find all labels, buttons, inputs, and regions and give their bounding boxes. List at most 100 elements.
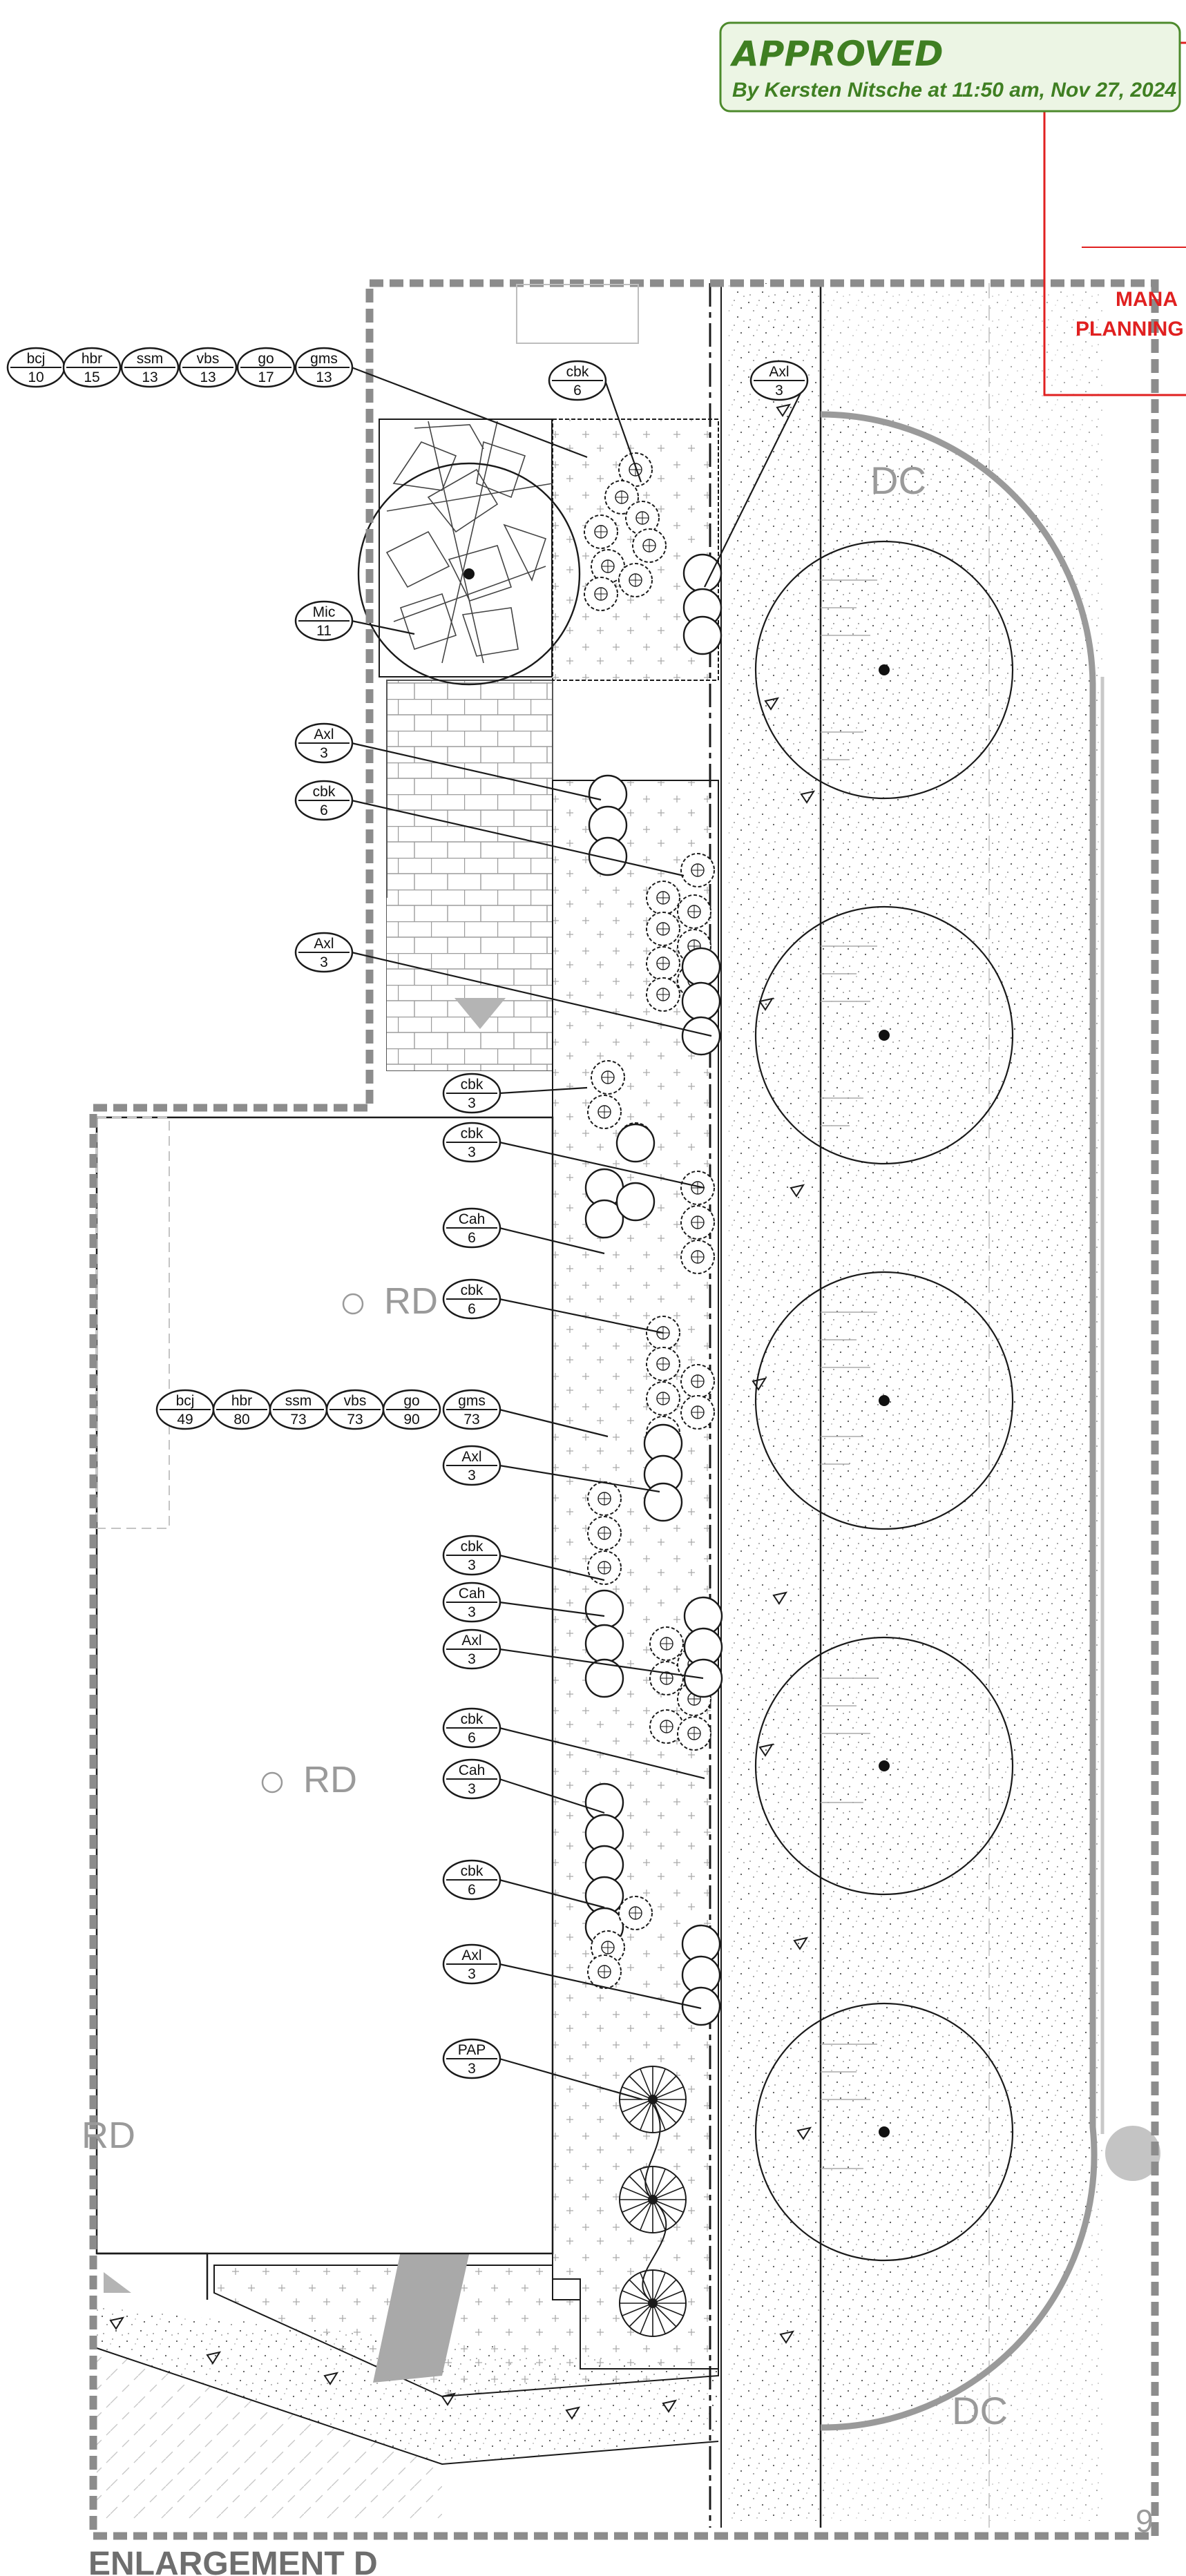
plant-tag-code: Axl — [461, 1449, 481, 1465]
plant-tag-qty: 3 — [468, 1468, 476, 1483]
zone-label-dc-bottom: DC — [952, 2389, 1008, 2432]
leader-line — [499, 1727, 705, 1780]
enlargement-caption: ENLARGEMENT D — [88, 2546, 378, 2576]
plant-tag: hbr 15 — [62, 347, 122, 388]
plant-tag-code: bcj — [176, 1393, 195, 1409]
plant-tag: ssm 73 — [269, 1389, 328, 1430]
plant-tag-code: Cah — [459, 1586, 486, 1602]
plant-tag-code: hbr — [82, 351, 102, 367]
zone-label-rd-edge: RD — [82, 2115, 135, 2156]
leader-line — [704, 380, 807, 588]
plant-tag-qty: 13 — [316, 369, 332, 385]
plant-tag-qty: 3 — [468, 1604, 476, 1620]
plant-tag-code: vbs — [344, 1393, 367, 1409]
plant-tag-qty: 3 — [468, 1651, 476, 1667]
plant-tag-qty: 73 — [347, 1412, 363, 1428]
plant-tag-qty: 3 — [468, 1095, 476, 1111]
planning-label-line2: PLANNING — [1075, 318, 1184, 340]
plant-tag-code: go — [258, 351, 274, 367]
approval-byline: By Kersten Nitsche at 11:50 am, Nov 27, … — [732, 79, 1176, 102]
plant-tag-qty: 73 — [290, 1412, 306, 1428]
zone-label-rd-lower: RD — [303, 1759, 357, 1800]
plant-tag-code: Cah — [459, 1762, 486, 1778]
leader-line — [499, 2057, 643, 2101]
plant-tag: hbr 80 — [212, 1389, 271, 1430]
zone-label-rd-upper: RD — [384, 1280, 438, 1322]
plant-tag-code: cbk — [461, 1863, 484, 1879]
plant-tag-qty: 6 — [573, 383, 582, 398]
plant-tag-code: cbk — [461, 1077, 484, 1093]
plant-tag: gms 13 — [294, 347, 354, 388]
plant-tag-code: cbk — [461, 1282, 484, 1298]
leader-line — [499, 1086, 588, 1095]
approval-stamp — [719, 21, 1181, 113]
planning-label-line1: MANA — [1116, 288, 1178, 311]
leader-line — [351, 742, 602, 801]
leader-line — [351, 951, 712, 1037]
plant-tag-qty: 13 — [142, 369, 157, 385]
leader-line — [499, 1464, 660, 1493]
plant-tag: cbk 3 — [442, 1073, 501, 1114]
plant-tag-qty: 6 — [468, 1230, 476, 1246]
leader-line — [351, 366, 588, 459]
plant-tag-qty: 80 — [233, 1412, 249, 1428]
leader-line — [499, 1554, 605, 1582]
plant-tag-qty: 3 — [320, 745, 328, 761]
plant-tag-qty: 11 — [316, 623, 332, 639]
plant-tag-code: bcj — [27, 351, 46, 367]
plant-tag-qty: 13 — [200, 369, 216, 385]
plant-tag-code: Axl — [461, 1633, 481, 1649]
plant-tag-qty: 3 — [468, 1966, 476, 1982]
plant-tag-qty: 73 — [463, 1412, 479, 1428]
plant-tag: Axl 3 — [442, 1628, 501, 1670]
plant-tag-code: cbk — [566, 364, 589, 380]
plant-tag-code: Axl — [314, 727, 334, 742]
plant-tag: ssm 13 — [120, 347, 180, 388]
plant-tag: Cah 3 — [442, 1582, 501, 1623]
plant-tag: bcj 49 — [155, 1389, 215, 1430]
leader-line — [351, 619, 415, 635]
plant-tag-code: PAP — [458, 2042, 486, 2058]
plant-tag-qty: 3 — [468, 1557, 476, 1573]
leader-lines — [351, 366, 807, 2101]
plant-tag: bcj 10 — [6, 347, 66, 388]
leader-line — [499, 1778, 605, 1814]
leader-line — [499, 1141, 705, 1189]
plant-tag-qty: 6 — [320, 802, 328, 818]
plant-tag-qty: 49 — [177, 1412, 193, 1428]
plant-tag: vbs 73 — [325, 1389, 385, 1430]
plant-tag-code: cbk — [461, 1126, 484, 1142]
leader-line — [499, 1298, 664, 1334]
plant-tag: Axl 3 — [442, 1445, 501, 1486]
plant-tag-code: ssm — [137, 351, 164, 367]
plant-tag-qty: 90 — [403, 1412, 419, 1428]
plant-tag-qty: 17 — [258, 369, 274, 385]
plant-tag-qty: 3 — [320, 954, 328, 970]
approval-status: APPROVED — [729, 34, 944, 74]
plant-tag-code: ssm — [285, 1393, 312, 1409]
zone-label-dc-top: DC — [870, 459, 926, 502]
plant-tag-code: hbr — [231, 1393, 252, 1409]
plant-tag-qty: 10 — [28, 369, 44, 385]
plant-tag-qty: 6 — [468, 1730, 476, 1746]
plant-tag: Axl 3 — [294, 722, 354, 764]
plant-tag-code: Axl — [769, 364, 789, 380]
plant-tag-code: gms — [310, 351, 338, 367]
plant-tag-qty: 15 — [84, 369, 99, 385]
leader-line — [351, 799, 685, 877]
